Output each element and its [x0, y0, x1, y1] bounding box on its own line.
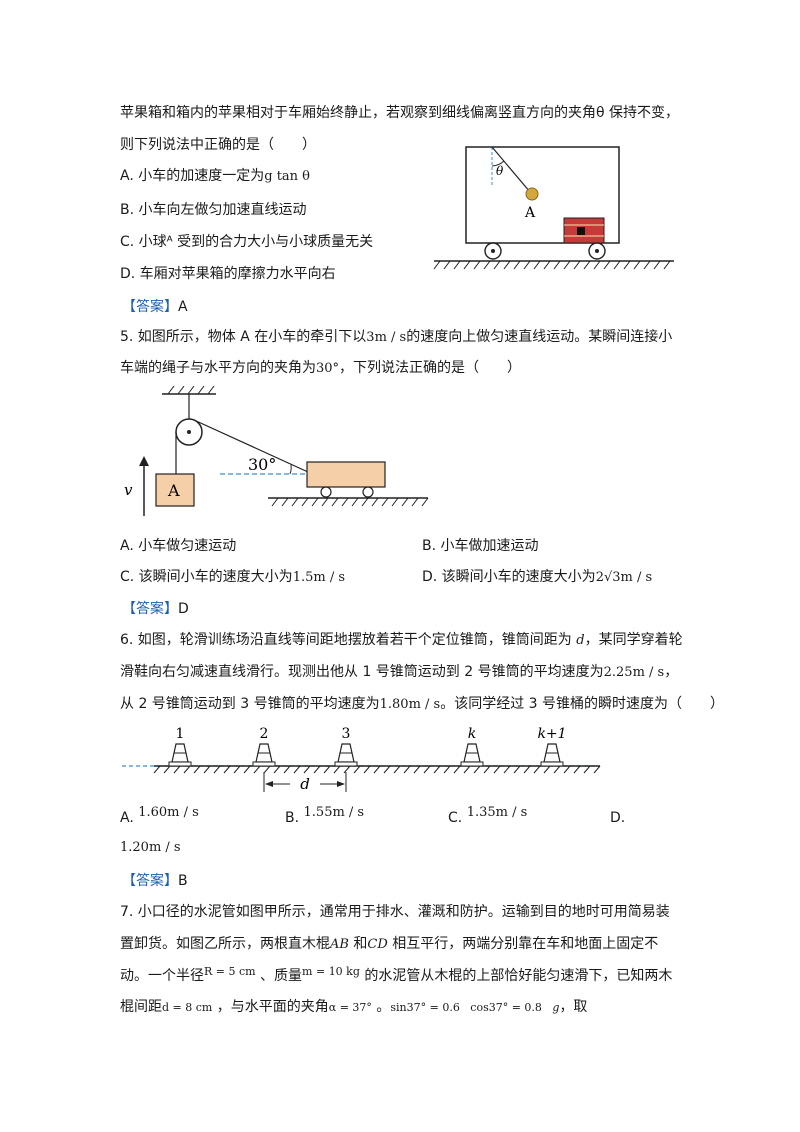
- q6-option-a-label: A.: [120, 810, 134, 826]
- q6-stem-text-b: ，某同学穿着轮: [584, 632, 683, 648]
- q6-stem-text-a: 6. 如图，轮滑训练场沿直线等间距地摆放着若干个定位锥筒，锥筒间距为: [120, 632, 577, 648]
- q7-text-b: 相互平行，两端分别靠在车和地面上固定不: [392, 936, 659, 952]
- q6-option-b-math: 1.55m / s: [303, 805, 365, 820]
- cone-icon-k-plus-1: k+1: [537, 726, 567, 767]
- q4-option-a-text: A. 小车的加速度一定为: [120, 168, 265, 184]
- q5-stem-line1: 5. 如图所示，物体 A 在小车的牵引下以3m / s的速度向上做匀速直线运动。…: [120, 327, 672, 348]
- q6-answer: 【答案】B: [122, 871, 188, 891]
- q5-option-a: A. 小车做匀速运动: [120, 538, 237, 554]
- q5-option-c: C. 该瞬间小车的速度大小为1.5m / s: [120, 567, 345, 588]
- q7-text-e: 的水泥管从木棍的上部恰好能匀速滑下，已知两木: [364, 968, 673, 984]
- q4-option-a-math: g tan θ: [264, 169, 310, 184]
- q6-option-c: C. 1.35m / s: [448, 805, 528, 829]
- cone-icon-2: 2: [252, 726, 276, 767]
- q6-v12-math: 2.25m / s: [603, 665, 665, 680]
- q5-stem-line2: 车端的绳子与水平方向的夹角为30°，下列说法正确的是（ ）: [120, 358, 521, 379]
- q4-stem-line2: 则下列说法中正确的是（ ）: [120, 137, 316, 153]
- q4-answer-value: A: [178, 299, 188, 315]
- q7-sin-math: sin37° = 0.6: [390, 1001, 460, 1014]
- q7-radius-math: R = 5 cm: [204, 965, 256, 978]
- q6-stem-text-d: ，: [664, 664, 679, 680]
- q5-option-b: B. 小车做加速运动: [422, 538, 539, 554]
- q5-answer: 【答案】D: [122, 599, 189, 619]
- q7-alpha-math: α = 37°: [328, 1001, 372, 1014]
- q7-stem-line1: 7. 小口径的水泥管如图甲所示，通常用于排水、灌溉和防护。运输到目的地时可用简易…: [120, 904, 670, 920]
- q4-option-a: A. 小车的加速度一定为g tan θ: [120, 166, 310, 187]
- cone-label-2: 2: [260, 726, 269, 742]
- q7-spacing-math: d = 8 cm: [162, 1001, 213, 1014]
- q7-stem-line3: 动。一个半径R = 5 cm 、质量m = 10 kg 的水泥管从木棍的上部恰好…: [120, 965, 673, 987]
- q6-option-b: B. 1.55m / s: [285, 805, 365, 829]
- q5-option-c-math: 1.5m / s: [292, 570, 346, 585]
- q6-stem-line1: 6. 如图，轮滑训练场沿直线等间距地摆放着若干个定位锥筒，锥筒间距为 d，某同学…: [120, 630, 683, 651]
- q5-block-label: A: [167, 481, 180, 500]
- q4-option-b: B. 小车向左做匀加速直线运动: [120, 202, 307, 218]
- q6-option-a: A. 1.60m / s: [120, 805, 199, 829]
- q7-text-c: 动。一个半径: [120, 968, 204, 984]
- apple-box-icon: [563, 217, 605, 244]
- q4-theta-label: θ: [496, 164, 504, 178]
- q7-text-g: ，与水平面的夹角: [216, 999, 329, 1015]
- q7-text-h: 。: [376, 999, 391, 1015]
- q4-stem-line1: 苹果箱和箱内的苹果相对于车厢始终静止，若观察到细线偏离竖直方向的夹角θ 保持不变…: [120, 105, 680, 121]
- q7-text-f: 棍间距: [120, 999, 162, 1015]
- cone-label-1: 1: [176, 726, 185, 742]
- q5-option-d: D. 该瞬间小车的速度大小为2√3m / s: [422, 567, 652, 588]
- q7-text-d: 、质量: [260, 968, 303, 984]
- q6-stem-text-c: 滑鞋向右匀减速直线滑行。现测出他从 1 号锥筒运动到 2 号锥筒的平均速度为: [120, 664, 604, 680]
- q7-stick-ab: AB: [330, 937, 349, 952]
- q7-stem-line2: 置卸货。如图乙所示，两根直木棍AB 和CD 相互平行，两端分别靠在车和地面上固定…: [120, 934, 658, 955]
- q7-stem-line4: 棍间距d = 8 cm ，与水平面的夹角α = 37° 。sin37° = 0.…: [120, 997, 587, 1018]
- cone-icon-1: 1: [168, 726, 192, 767]
- q5-stem-text-a: 5. 如图所示，物体 A 在小车的牵引下以: [120, 329, 367, 345]
- q6-spacing-label: d: [300, 775, 310, 793]
- q5-answer-bracket: 【答案】: [122, 601, 178, 617]
- cone-label-k-plus-1: k+1: [537, 726, 566, 742]
- cone-icon-k: k: [460, 726, 484, 767]
- q7-text-a: 置卸货。如图乙所示，两根直木棍: [120, 936, 330, 952]
- q5-option-d-math: 2√3m / s: [595, 570, 653, 585]
- q6-stem-text-f: 。该同学经过 3 号锥桶的瞬时速度为（ ）: [440, 696, 725, 712]
- q7-cos-math: cos37° = 0.8: [470, 1001, 542, 1014]
- q5-speed-math: 3m / s: [366, 330, 407, 345]
- q5-figure-pulley: A v 30°: [124, 386, 429, 516]
- q7-stick-cd: CD: [367, 937, 388, 952]
- q5-stem-text-c: 车端的绳子与水平方向的夹角为: [120, 360, 316, 376]
- q5-angle-label: 30°: [248, 455, 276, 474]
- q5-angle-math: 30°: [316, 361, 340, 376]
- q5-option-c-text: C. 该瞬间小车的速度大小为: [120, 569, 293, 585]
- q6-stem-line2: 滑鞋向右匀减速直线滑行。现测出他从 1 号锥筒运动到 2 号锥筒的平均速度为2.…: [120, 662, 678, 683]
- q4-ball-label: A: [524, 205, 536, 221]
- q6-option-b-label: B.: [285, 810, 300, 826]
- q6-option-d-label: D.: [610, 810, 626, 826]
- q4-option-d: D. 车厢对苹果箱的摩擦力水平向右: [120, 266, 336, 282]
- q6-answer-bracket: 【答案】: [122, 873, 178, 889]
- q4-figure-cart: θ A: [433, 146, 674, 270]
- q7-text-i: ，取: [559, 999, 588, 1015]
- q6-v23-math: 1.80m / s: [379, 697, 441, 712]
- q5-velocity-label: v: [124, 481, 133, 499]
- q7-mass-math: m = 10 kg: [302, 965, 360, 978]
- cone-label-k: k: [468, 726, 476, 742]
- q5-answer-value: D: [178, 601, 189, 617]
- q5-stem-text-d: ，下列说法正确的是（ ）: [339, 360, 522, 376]
- q7-text-and: 和: [353, 936, 368, 952]
- q6-option-d-math: 1.20m / s: [120, 840, 181, 855]
- cone-label-3: 3: [342, 726, 351, 742]
- q6-answer-value: B: [178, 873, 188, 889]
- q5-stem-text-b: 的速度向上做匀速直线运动。某瞬间连接小: [406, 329, 673, 345]
- q4-answer: 【答案】A: [122, 297, 188, 317]
- q6-option-c-math: 1.35m / s: [466, 805, 528, 820]
- q6-option-a-math: 1.60m / s: [138, 805, 199, 820]
- q6-stem-line3: 从 2 号锥筒运动到 3 号锥筒的平均速度为1.80m / s。该同学经过 3 …: [120, 694, 724, 715]
- q6-option-c-label: C.: [448, 810, 463, 826]
- q4-option-c: C. 小球ᴬ 受到的合力大小与小球质量无关: [120, 234, 374, 250]
- q6-stem-text-e: 从 2 号锥筒运动到 3 号锥筒的平均速度为: [120, 696, 380, 712]
- cone-icon-3: 3: [334, 726, 358, 767]
- q7-g-math: g: [552, 1001, 560, 1014]
- q6-figure-cones: 1 2 3 k k+1 d: [122, 726, 601, 793]
- q6-spacing-math: d: [576, 633, 585, 648]
- q4-answer-bracket: 【答案】: [122, 299, 178, 315]
- q5-option-d-text: D. 该瞬间小车的速度大小为: [422, 569, 596, 585]
